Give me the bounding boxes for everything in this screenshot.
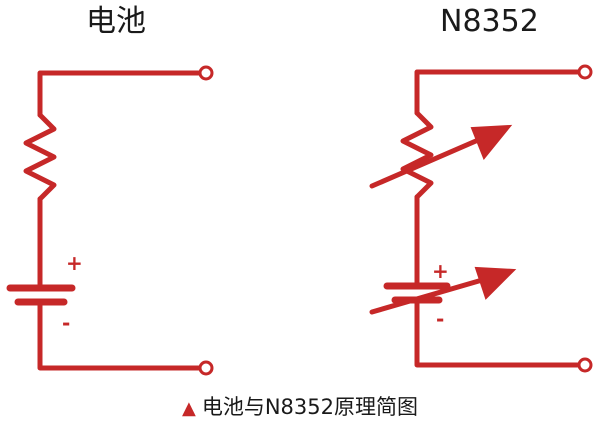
- left-top-wire: [37, 70, 209, 118]
- right-minus-sign: -: [436, 307, 444, 331]
- battery-title: 电池: [86, 4, 146, 39]
- left-bottom-terminal: [198, 360, 214, 376]
- caption-text: 电池与N8352原理简图: [201, 395, 418, 419]
- battery-circuit: [6, 65, 214, 376]
- right-variable-resistor: [400, 110, 434, 200]
- battery-variable-arrow: [369, 273, 499, 315]
- figure-caption: ▲电池与N8352原理简图: [0, 392, 600, 424]
- right-top-terminal: [577, 64, 593, 80]
- variable-arrows: [369, 124, 517, 315]
- left-resistor: [23, 112, 57, 202]
- left-plus-sign: +: [66, 251, 83, 275]
- left-top-terminal: [198, 65, 214, 81]
- right-plus-sign: +: [432, 259, 449, 283]
- caption-triangle-icon: ▲: [182, 398, 196, 419]
- resistor-arrowhead: [470, 124, 513, 160]
- right-top-wire: [414, 69, 588, 116]
- left-minus-sign: -: [62, 311, 70, 335]
- right-bottom-terminal: [577, 357, 593, 373]
- n8352-title: N8352: [440, 4, 539, 39]
- battery-arrowhead: [474, 266, 517, 300]
- left-bottom-wire: [37, 299, 209, 371]
- n8352-circuit: [383, 64, 593, 373]
- right-bottom-wire: [414, 297, 588, 368]
- resistor-variable-arrow: [369, 131, 495, 189]
